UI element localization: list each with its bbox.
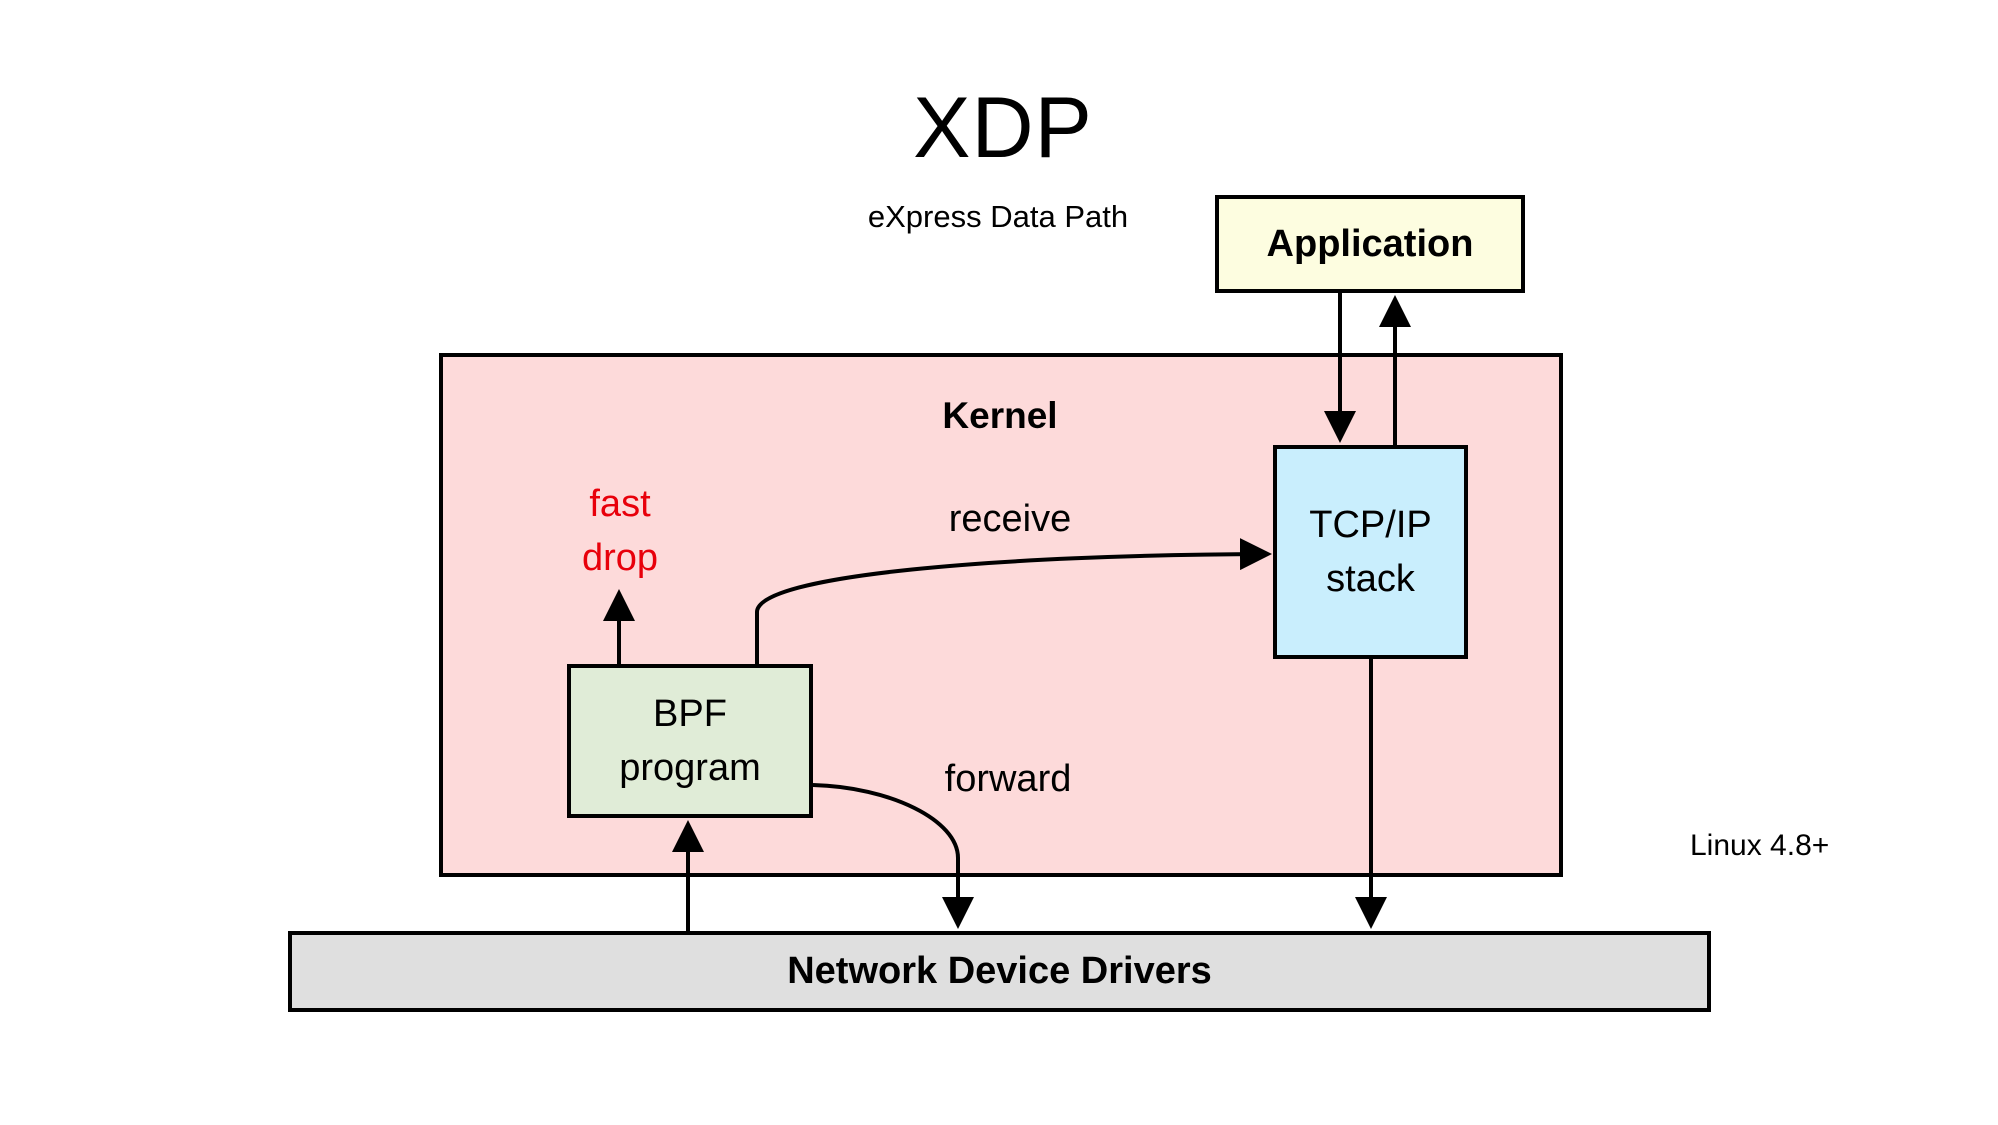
network-device-drivers-label: Network Device Drivers	[787, 950, 1212, 992]
fast-drop-label-line2: drop	[581, 537, 659, 579]
diagram-title: XDP	[913, 80, 1093, 176]
linux-version-note: Linux 4.8+	[1690, 829, 1830, 862]
tcpip-stack-label-line2: stack	[1326, 558, 1415, 600]
diagram-subtitle: eXpress Data Path	[867, 199, 1129, 234]
bpf-program-label-line1: BPF	[653, 693, 727, 735]
forward-label: forward	[944, 758, 1072, 800]
bpf-program-label-line2: program	[619, 747, 761, 789]
tcpip-stack-box: TCP/IP stack	[1273, 445, 1468, 659]
application-box: Application	[1215, 195, 1525, 293]
application-label: Application	[1266, 222, 1474, 265]
bpf-program-box: BPF program	[567, 664, 813, 818]
receive-label: receive	[948, 498, 1072, 540]
network-device-drivers-box: Network Device Drivers	[288, 931, 1711, 1012]
tcpip-stack-label-line1: TCP/IP	[1309, 504, 1432, 546]
fast-drop-label-line1: fast	[589, 483, 651, 525]
fast-drop-label: fast drop	[560, 477, 680, 585]
kernel-label: Kernel	[942, 395, 1058, 436]
